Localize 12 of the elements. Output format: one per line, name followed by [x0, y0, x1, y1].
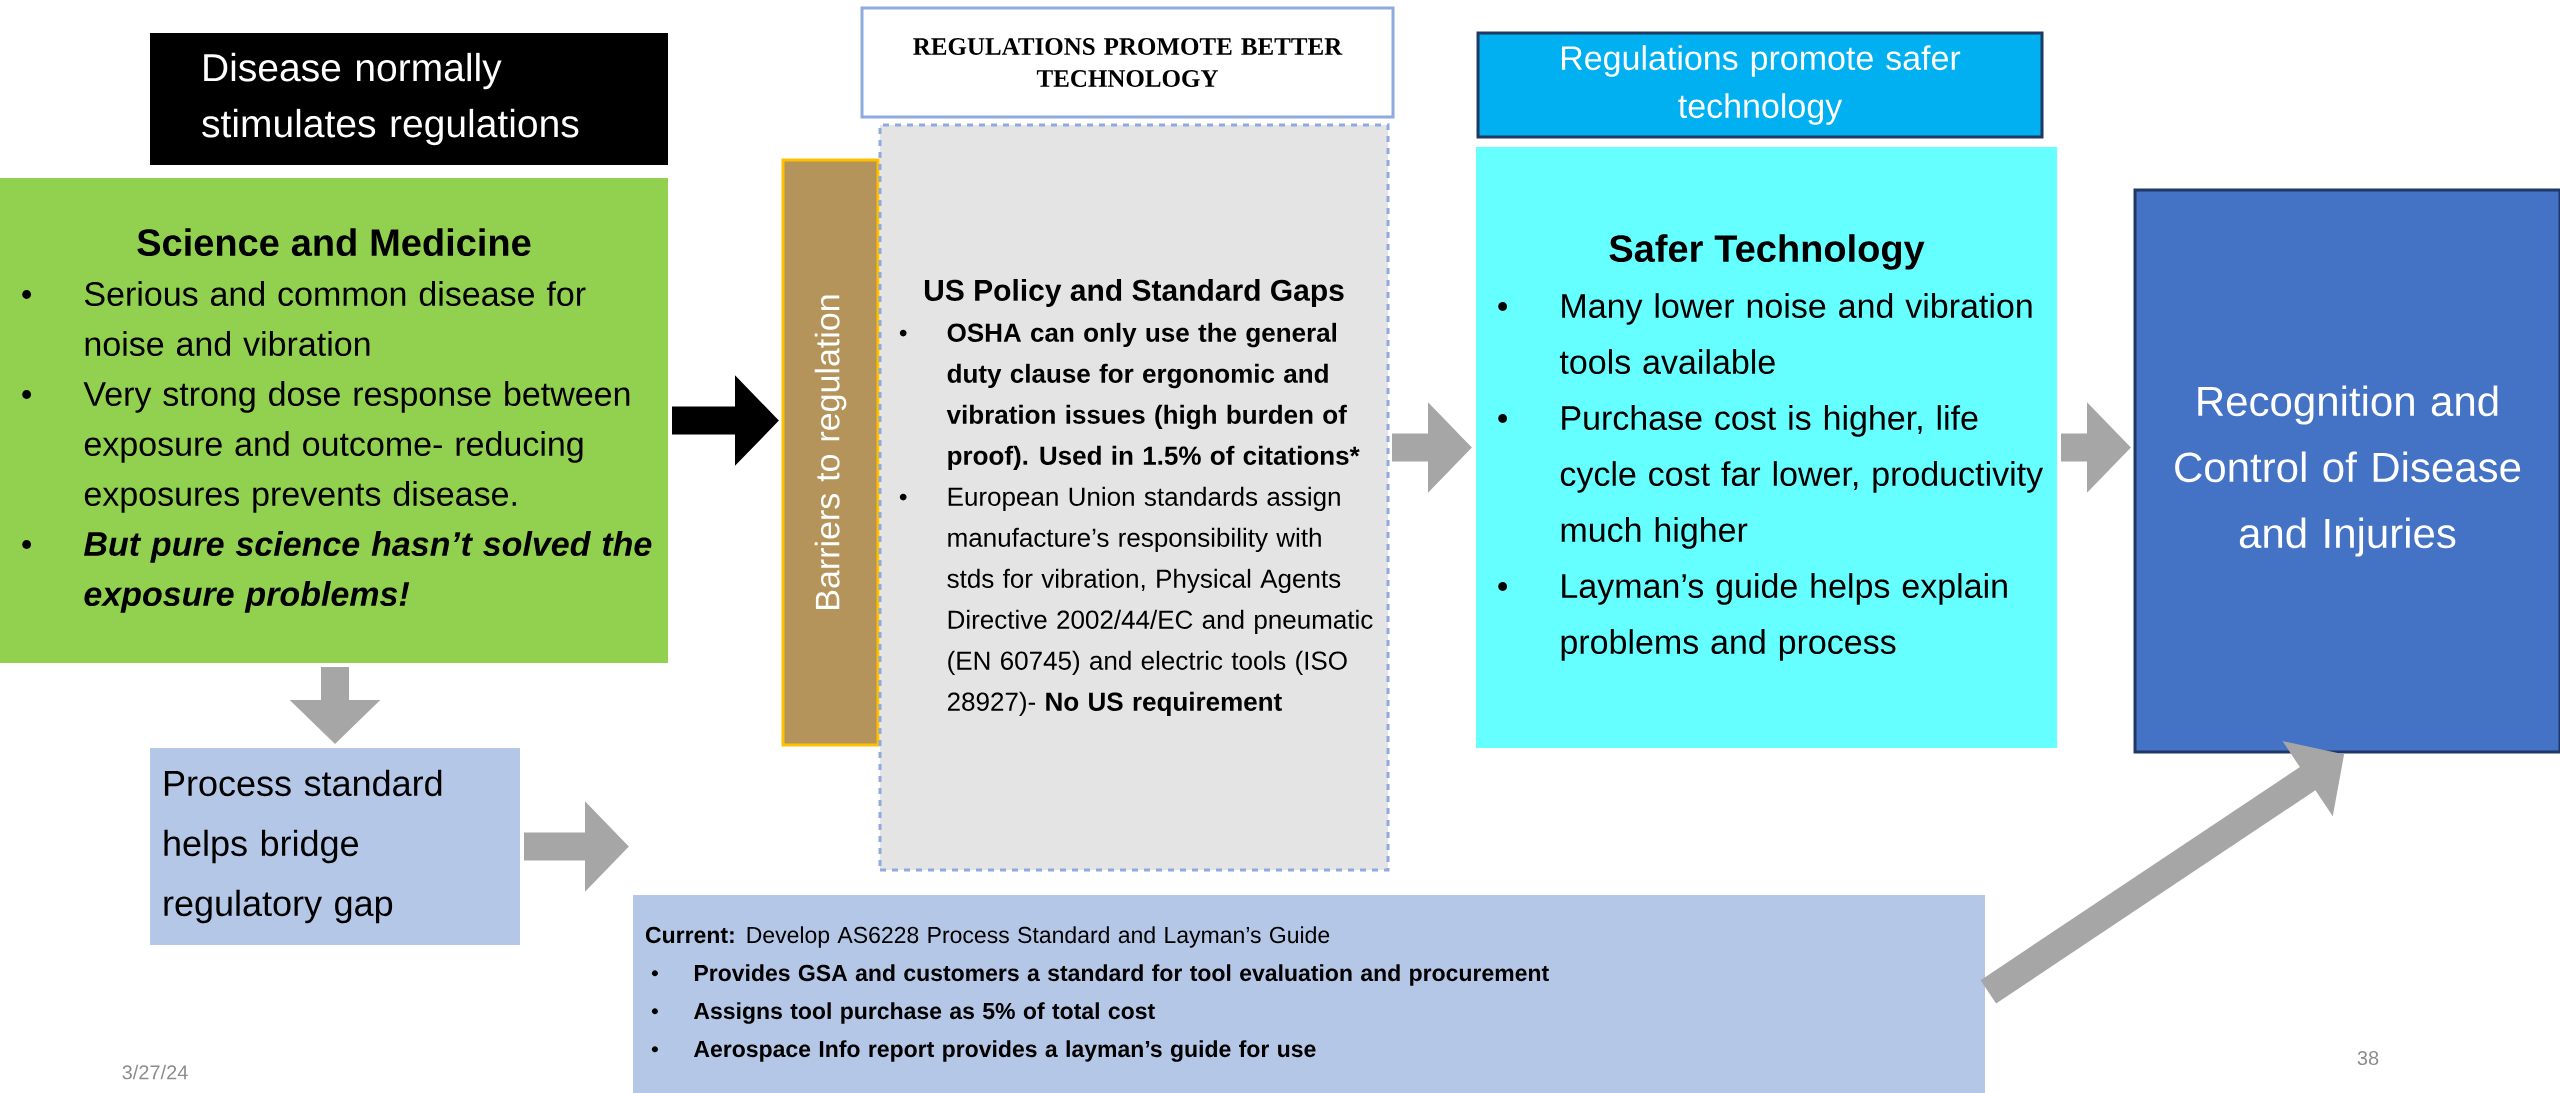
date-label: 3/27/24 — [122, 1064, 188, 1080]
process-box: Process standard helps bridge regulatory gap — [150, 748, 520, 945]
page-number: 38 — [2357, 1050, 2379, 1066]
banner: Regulations promote safer technology — [1476, 31, 2044, 139]
text-box: Science and Medicine Serious and common disease for noise and vibration Very strong dose response between exposure and outcome- reducing exposures prevents disease. But pure science hasn’t solved the exposure problems! — [0, 178, 668, 663]
heading-box: REGULATIONS PROMOTE BETTER TECHNOLOGY — [860, 6, 1395, 119]
text-box: US Policy and Standard Gaps OSHA can only use the general duty clause for ergonomic and vibration issues (high burden of proof). Used in 1.5% of citations* European Union standards assign manufacture’s responsibility with stds for vibration, Physical Agents Directive 2002/44/EC and pneumatic (EN 60745) and electric tools (ISO 28927)- No US requirement — [878, 123, 1390, 872]
text-box: Current: Develop AS6228 Process Standard and Layman’s Guide Provides GSA and customers a standard for tool evaluation and procurement Assigns tool purchase as 5% of total cost Aerospace Info report provides a layman’s guide for use — [633, 895, 1985, 1093]
vertical-band: Barriers to regulation — [781, 158, 880, 747]
result-box: Recognition and Control of Disease and Injuries — [2133, 188, 2560, 754]
text-box: Safer Technology Many lower noise and vibration tools available Purchase cost is higher, life cycle cost far lower, productivity much higher Layman’s guide helps explain problems and process — [1476, 147, 2057, 748]
banner: Disease normally stimulates regulations — [150, 33, 668, 165]
